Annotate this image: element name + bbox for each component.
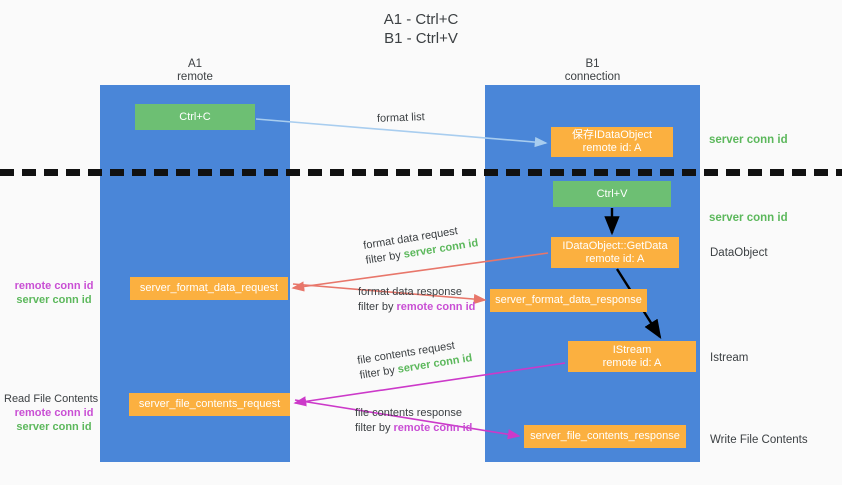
node-getdata-line1: IDataObject::GetData xyxy=(562,239,668,252)
label-server-conn-id-left-bottom: server conn id xyxy=(16,421,92,433)
label-file-contents-response: file contents response filter by remote … xyxy=(355,406,472,436)
node-getdata-line2: remote id: A xyxy=(585,252,645,265)
label-conn-ids-middle: remote conn id server conn id xyxy=(8,279,100,307)
filter-token-remote-conn-id: remote conn id xyxy=(396,301,476,313)
column-b1-role: connection xyxy=(564,71,621,83)
node-istream[interactable]: IStream remote id: A xyxy=(568,341,696,372)
label-remote-conn-id-middle: remote conn id xyxy=(14,280,94,292)
node-ctrl-c-label: Ctrl+C xyxy=(179,110,211,123)
label-read-file-contents: Read File Contents xyxy=(4,393,99,405)
label-remote-conn-id-bottom: remote conn id xyxy=(14,407,94,419)
label-write-file-contents: Write File Contents xyxy=(710,434,808,446)
node-server-format-data-request-label: server_format_data_request xyxy=(139,282,279,294)
node-save-idataobject-line2: remote id: A xyxy=(582,142,642,154)
title-line-2: B1 - Ctrl+V xyxy=(384,30,458,47)
column-a1-name: A1 xyxy=(187,58,203,70)
node-server-file-contents-request-label: server_file_contents_request xyxy=(138,398,281,410)
node-server-format-data-response[interactable]: server_format_data_response xyxy=(490,289,647,312)
dashed-separator xyxy=(0,169,842,176)
node-server-file-contents-response[interactable]: server_file_contents_response xyxy=(524,425,686,448)
node-ctrl-v[interactable]: Ctrl+V xyxy=(553,181,671,207)
label-file-contents-response-filter: filter by remote conn id xyxy=(355,421,472,436)
node-ctrl-c[interactable]: Ctrl+C xyxy=(135,104,255,130)
label-format-data-response-filter: filter by remote conn id xyxy=(358,300,475,315)
filter-prefix: filter by xyxy=(358,301,397,313)
node-istream-line2: remote id: A xyxy=(602,356,662,369)
node-server-file-contents-request[interactable]: server_file_contents_request xyxy=(129,393,290,416)
label-istream: Istream xyxy=(710,352,749,364)
label-server-conn-id-left-middle: server conn id xyxy=(16,294,92,306)
column-b1-name: B1 xyxy=(585,58,600,70)
node-save-idataobject[interactable]: 保存IDataObject remote id: A xyxy=(551,127,673,157)
node-server-file-contents-response-label: server_file_contents_response xyxy=(530,430,680,442)
node-idataobject-getdata[interactable]: IDataObject::GetData remote id: A xyxy=(551,237,679,268)
node-server-format-data-response-label: server_format_data_response xyxy=(495,294,642,306)
page-title: A1 - Ctrl+C B1 - Ctrl+V xyxy=(0,10,842,48)
label-format-list: format list xyxy=(376,111,425,125)
filter-token-remote-conn-id: remote conn id xyxy=(393,422,473,434)
title-line-1: A1 - Ctrl+C xyxy=(383,11,459,28)
label-format-data-request: format data request filter by server con… xyxy=(362,221,480,268)
label-file-contents-response-line1: file contents response xyxy=(355,407,463,419)
label-read-file-contents-group: Read File Contents remote conn id server… xyxy=(4,392,104,434)
node-server-format-data-request[interactable]: server_format_data_request xyxy=(130,277,288,300)
node-save-idataobject-line1: 保存IDataObject xyxy=(571,129,653,141)
label-format-data-response-line1: format data response xyxy=(358,286,462,298)
filter-prefix: filter by xyxy=(355,422,394,434)
node-istream-line1: IStream xyxy=(612,343,652,356)
label-server-conn-id-middle: server conn id xyxy=(709,212,788,224)
node-ctrl-v-label: Ctrl+V xyxy=(596,187,628,200)
label-format-data-response: format data response filter by remote co… xyxy=(358,285,475,315)
column-a1-role: remote xyxy=(177,71,213,83)
column-header-b1: B1 connection xyxy=(485,58,700,84)
label-dataobject: DataObject xyxy=(710,247,768,259)
column-header-a1: A1 remote xyxy=(100,58,290,84)
label-file-contents-request: file contents request filter by server c… xyxy=(356,336,474,383)
label-server-conn-id-top: server conn id xyxy=(709,134,788,146)
